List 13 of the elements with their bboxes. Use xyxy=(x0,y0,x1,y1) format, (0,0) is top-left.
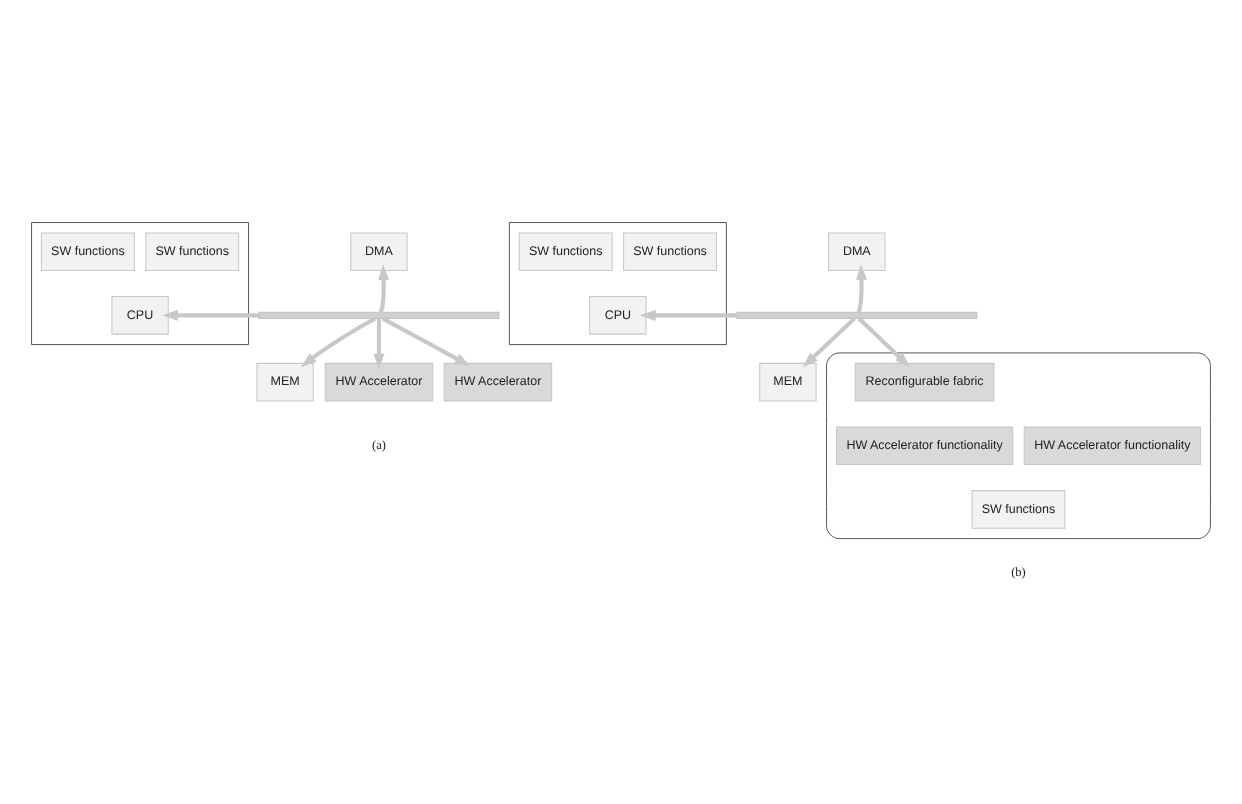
arrow xyxy=(300,315,377,367)
cluster xyxy=(31,221,249,344)
arrow xyxy=(373,317,385,369)
arrow xyxy=(640,308,737,320)
node-bar xyxy=(736,310,978,318)
arrow xyxy=(856,263,867,312)
arrow xyxy=(381,315,471,366)
arrow xyxy=(378,263,390,312)
arrow xyxy=(802,316,856,367)
arrow xyxy=(162,308,259,320)
arrow xyxy=(857,316,911,367)
node-bar xyxy=(258,310,500,318)
cluster xyxy=(508,221,727,344)
